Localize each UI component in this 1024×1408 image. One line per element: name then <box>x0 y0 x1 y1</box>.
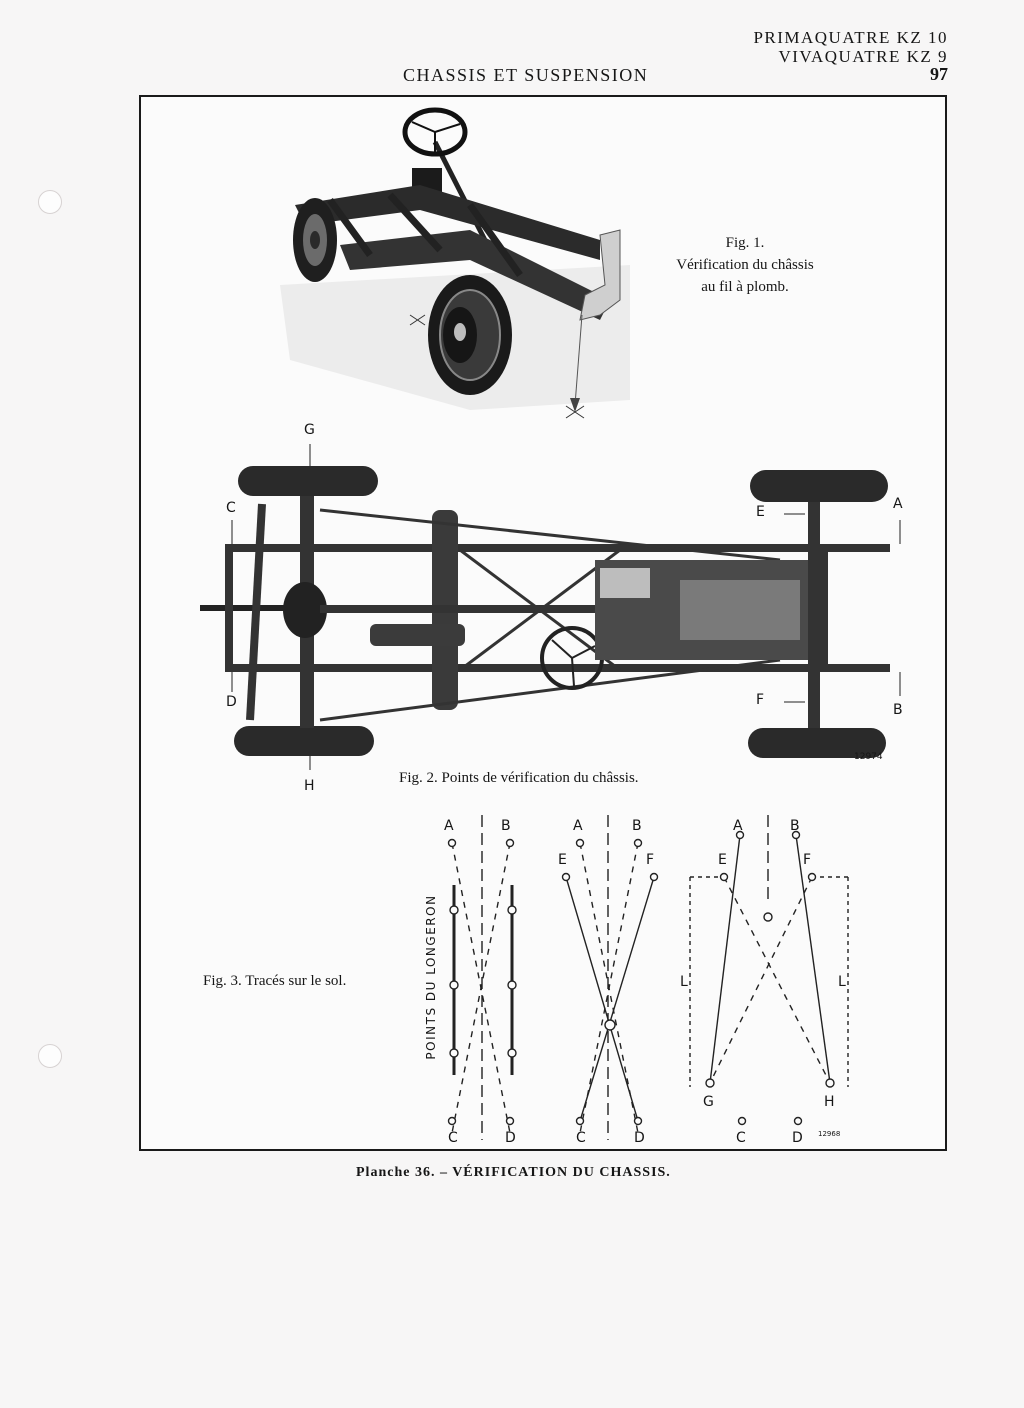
fig3-d2-point-a: A <box>573 818 583 834</box>
fig3-d3-point-b: B <box>790 818 800 834</box>
section-title: CHASSIS ET SUSPENSION <box>403 65 649 85</box>
fig3-d1-point-c: C <box>448 1130 458 1146</box>
fig2-point-f: F <box>756 692 765 708</box>
fig2-point-e: E <box>756 504 765 520</box>
punch-hole-top <box>38 190 62 214</box>
fig3-d3-point-h: H <box>824 1094 835 1110</box>
model-line-2: VIVAQUATRE KZ 9 <box>778 47 948 66</box>
fig3-d2-point-f: F <box>646 852 655 868</box>
fig2-point-c: C <box>226 500 236 516</box>
fig3-d3-point-c: C <box>736 1130 746 1146</box>
fig2-point-b: B <box>893 702 903 718</box>
fig1-caption-line3: au fil à plomb. <box>701 279 789 295</box>
fig1-caption-title: Fig. 1. <box>725 235 765 251</box>
fig3-d1-point-b: B <box>501 818 511 834</box>
model-designation: PRIMAQUATRE KZ 10 VIVAQUATRE KZ 9 <box>753 28 948 66</box>
fig2-chassis-top-view-illustration <box>200 444 901 770</box>
fig3-caption: Fig. 3. Tracés sur le sol. <box>203 973 347 989</box>
fig3-d1-point-a: A <box>444 818 454 834</box>
plate-caption: Planche 36. – VÉRIFICATION DU CHASSIS. <box>356 1165 671 1180</box>
fig3-dimension-l-left: L <box>680 974 688 990</box>
fig3-d3-point-e: E <box>718 852 727 868</box>
fig2-point-d: D <box>226 694 237 710</box>
fig1-caption-line2: Vérification du châssis <box>676 257 814 273</box>
fig3-dimension-l-right: L <box>838 974 846 990</box>
fig3-d3-point-g: G <box>703 1094 714 1110</box>
fig3-d2-point-d: D <box>634 1130 645 1146</box>
fig3-d1-point-d: D <box>505 1130 516 1146</box>
fig1-caption: Fig. 1. Vérification du châssis au fil à… <box>640 232 850 298</box>
model-line-1: PRIMAQUATRE KZ 10 <box>753 28 948 47</box>
fig3-d3-point-d: D <box>792 1130 803 1146</box>
fig3-d3-point-a: A <box>733 818 743 834</box>
fig1-chassis-perspective-illustration <box>280 107 630 419</box>
fig3-d2-point-e: E <box>558 852 567 868</box>
fig3-side-label-longeron: POINTS DU LONGERON <box>424 894 438 1060</box>
fig3-floor-tracing-diagrams <box>447 815 849 1140</box>
fig2-caption: Fig. 2. Points de vérification du châssi… <box>399 770 639 786</box>
fig2-reference-number: 12974 <box>854 752 883 762</box>
fig3-d2-point-b: B <box>632 818 642 834</box>
punch-hole-bottom <box>38 1044 62 1068</box>
fig3-reference-number: 12968 <box>818 1130 841 1138</box>
fig2-point-h: H <box>304 778 315 794</box>
fig2-point-a: A <box>893 496 903 512</box>
fig3-d3-point-f: F <box>803 852 812 868</box>
page-number: 97 <box>930 64 948 84</box>
fig3-d2-point-c: C <box>576 1130 586 1146</box>
fig2-point-g: G <box>304 422 315 438</box>
